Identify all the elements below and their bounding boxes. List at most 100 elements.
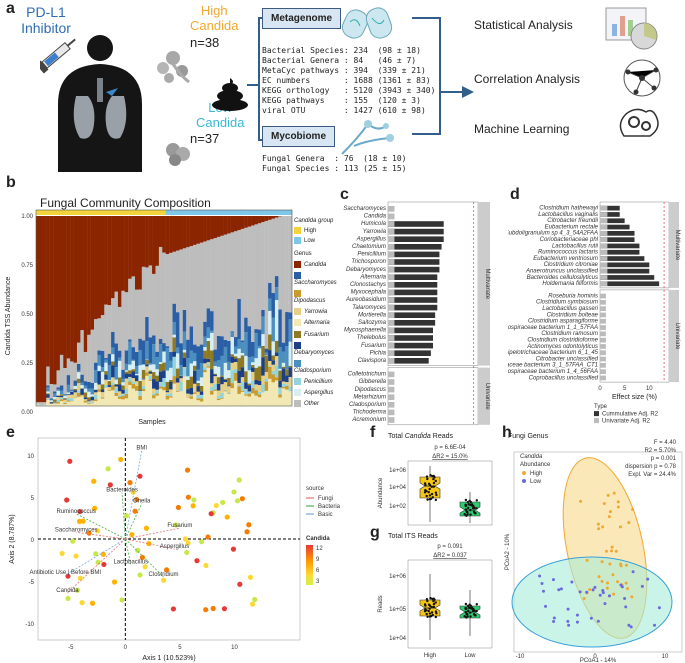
b-bar-segment <box>274 356 279 366</box>
b-bar-segment <box>271 216 276 219</box>
b-group-strip <box>251 210 255 215</box>
b-bar-segment <box>97 365 102 371</box>
g-point <box>433 598 436 601</box>
b-bar-segment <box>223 362 228 379</box>
b-bar-segment <box>141 379 146 387</box>
b-group-strip <box>87 210 91 215</box>
bacteria-icon <box>341 7 393 39</box>
d-taxon-label: Clostridium hathewayi <box>539 206 598 212</box>
b-bar-segment <box>138 389 143 391</box>
b-bar-segment <box>230 362 235 371</box>
g-point <box>430 611 434 614</box>
e-colorbar-tick: 9 <box>316 557 320 563</box>
e-sample-point <box>73 553 79 559</box>
panel-a: PD-L1 Inhibitor High Candida n=38 Low Ca… <box>0 0 685 175</box>
h-point-low <box>557 588 561 592</box>
f-point <box>429 473 432 477</box>
d-taxon-label: Clostridium asparagiforme <box>528 319 599 325</box>
b-bar-segment <box>237 385 241 387</box>
b-group-strip <box>254 210 259 215</box>
f-point <box>425 475 429 478</box>
e-loading-arrow <box>76 513 126 540</box>
h-point-high <box>610 549 614 553</box>
f-point <box>434 479 437 483</box>
b-bar-segment <box>80 382 84 386</box>
b-bar-segment <box>121 216 125 291</box>
h-point-high <box>597 527 601 531</box>
b-bar-segment <box>175 390 180 391</box>
b-bar-segment <box>257 348 262 367</box>
d-legend-title: Type <box>594 404 608 410</box>
b-bar-segment <box>285 382 289 385</box>
b-bar-segment <box>100 392 105 397</box>
d-taxon-label: Actinomyces odontolyticus <box>526 344 598 350</box>
b-group-strip <box>264 210 269 215</box>
d-univariate-bar <box>600 243 608 249</box>
c-univariate-bar <box>388 371 395 378</box>
b-legend-swatch <box>294 308 301 316</box>
c-univariate-bar <box>388 358 395 364</box>
panel-label-c: c <box>340 186 349 203</box>
b-bar-segment <box>271 317 276 342</box>
f-point <box>469 513 472 516</box>
h-point-low <box>624 605 628 609</box>
d-effect-bar <box>600 237 635 242</box>
b-bar-segment <box>169 351 173 361</box>
b-bar-segment <box>285 384 289 386</box>
g-ytick: 1e+04 <box>389 636 407 642</box>
b-bar-segment <box>145 375 149 406</box>
b-bar-segment <box>104 362 108 372</box>
e-sample-point <box>146 541 152 547</box>
b-bar-segment <box>268 298 272 311</box>
b-bar-segment <box>227 393 231 406</box>
f-point <box>424 483 427 487</box>
b-bar-segment <box>114 387 119 393</box>
b-bar-segment <box>223 339 228 348</box>
b-bar-segment <box>244 355 248 372</box>
b-bar-segment <box>199 344 204 363</box>
b-bar-segment <box>104 359 108 363</box>
b-bar-segment <box>59 401 64 406</box>
b-bar-segment <box>261 384 265 393</box>
c-taxon-label: Metarhizium <box>353 394 386 400</box>
b-bar-segment <box>233 356 238 359</box>
b-bar-segment <box>210 350 214 370</box>
b-bar-segment <box>285 312 289 347</box>
d-taxon-label: Coriobacteriaceae phl <box>540 237 599 243</box>
b-bar-segment <box>244 371 248 383</box>
e-sample-point <box>210 605 216 612</box>
b-group-strip <box>172 210 177 215</box>
e-sample-point <box>134 496 140 503</box>
f-point <box>473 506 476 510</box>
h-point-low <box>566 607 570 611</box>
b-bar-segment <box>152 379 156 389</box>
b-legend-genus-label: Fusarium <box>304 331 330 338</box>
c-effect-bar <box>388 236 444 242</box>
b-bar-segment <box>152 335 156 345</box>
b-bar-segment <box>87 402 91 404</box>
b-bar-segment <box>247 383 252 386</box>
f-point <box>464 498 468 502</box>
b-bar-segment <box>237 339 241 349</box>
b-bar-segment <box>288 341 293 366</box>
b-group-strip <box>193 210 197 215</box>
b-bar-segment <box>230 354 235 357</box>
b-bar-segment <box>100 384 105 390</box>
b-bar-segment <box>251 225 255 342</box>
b-group-strip <box>134 210 139 215</box>
e-sample-point <box>59 550 65 557</box>
b-bar-segment <box>288 319 293 342</box>
b-bar-segment <box>210 239 214 312</box>
b-bar-segment <box>53 404 57 406</box>
d-xtick: 10 <box>646 386 653 392</box>
h-point-high <box>618 525 622 529</box>
b-bar-segment <box>274 352 279 357</box>
b-bar-segment <box>128 364 132 371</box>
d-taxon-label: Subdoligranulum sp 4_3_54A2FAA <box>508 231 598 237</box>
b-bar-segment <box>141 378 146 380</box>
f-ylabel: Abundance <box>378 477 384 508</box>
b-bar-segment <box>155 395 160 406</box>
c-univariate-bar <box>388 282 395 288</box>
b-bar-segment <box>87 391 91 398</box>
e-sample-point <box>142 564 148 570</box>
